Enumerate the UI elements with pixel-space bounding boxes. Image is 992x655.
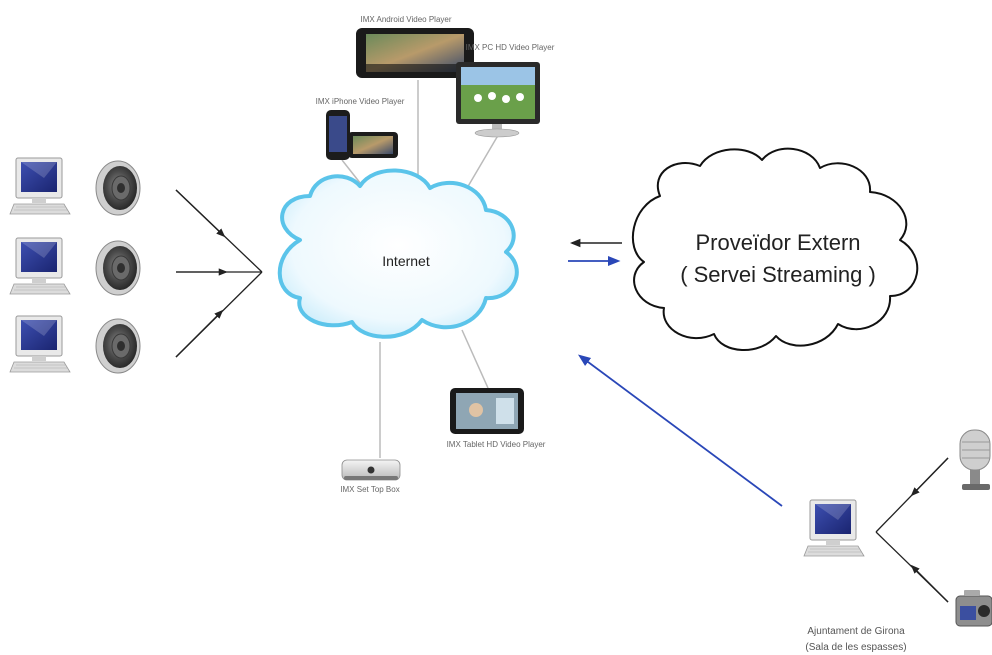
venue-name: Ajuntament de Girona (807, 626, 905, 637)
video-camera-icon (955, 590, 992, 627)
iphone-player-label: IMX iPhone Video Player (316, 97, 405, 106)
station-2 (9, 237, 141, 296)
internet-cloud: Internet (277, 168, 519, 339)
computer-icon (9, 315, 71, 373)
pc-player-device (456, 62, 540, 138)
microphone-icon (959, 429, 991, 490)
station-3 (9, 315, 141, 374)
tablet-player-label: IMX Tablet HD Video Player (447, 440, 546, 449)
station-1 (9, 157, 141, 216)
android-player-label: IMX Android Video Player (360, 15, 451, 24)
provider-cloud: Proveïdor Extern ( Servei Streaming ) (631, 147, 919, 351)
audience-stations (9, 157, 141, 374)
iphone-player-device (326, 110, 398, 160)
venue-station: Ajuntament de Girona (Sala de les espass… (803, 429, 992, 653)
settop-box-label: IMX Set Top Box (340, 485, 399, 494)
speaker-icon (95, 240, 141, 296)
computer-icon (803, 499, 865, 557)
provider-subtitle: ( Servei Streaming ) (680, 262, 876, 287)
venue-connectors (875, 457, 949, 603)
venue-room: (Sala de les espasses) (805, 642, 906, 653)
computer-icon (9, 157, 71, 215)
audience-connectors (175, 189, 263, 358)
speaker-icon (95, 318, 141, 374)
tablet-player-device (450, 388, 524, 434)
settop-box-device (341, 459, 401, 481)
internet-label: Internet (382, 253, 430, 269)
speaker-icon (95, 160, 141, 216)
computer-icon (9, 237, 71, 295)
android-player-device (356, 28, 474, 78)
pc-player-label: IMX PC HD Video Player (466, 43, 555, 52)
arrow-venue-to-provider (577, 354, 783, 507)
provider-title: Proveïdor Extern (695, 230, 860, 255)
